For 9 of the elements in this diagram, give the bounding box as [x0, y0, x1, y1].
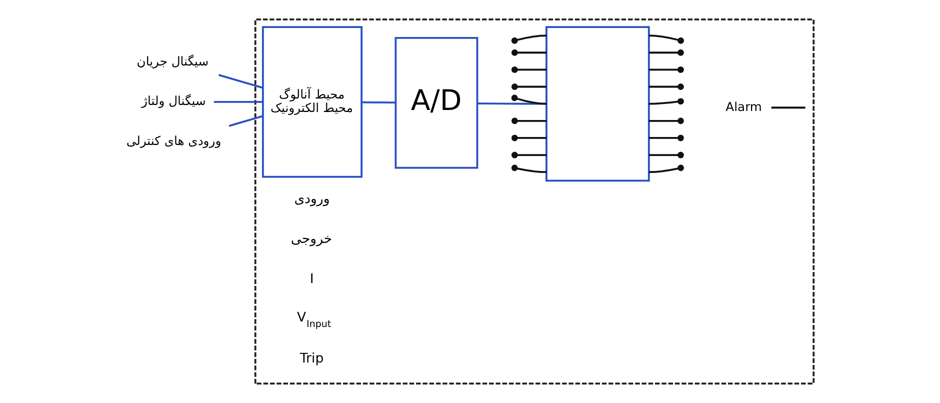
label: I: [310, 272, 314, 287]
label: خروجی: [290, 232, 332, 247]
node-text: سیگنال ولتاژ: [142, 94, 206, 108]
node-text: Alarm: [726, 100, 762, 114]
label: Trip: [300, 351, 324, 366]
label: ورودی: [294, 192, 330, 208]
node-text: ورودی های کنترلی: [126, 134, 222, 148]
label: V$_{Input}$: [297, 310, 332, 330]
node-text: سیگنال جریان: [136, 54, 209, 68]
